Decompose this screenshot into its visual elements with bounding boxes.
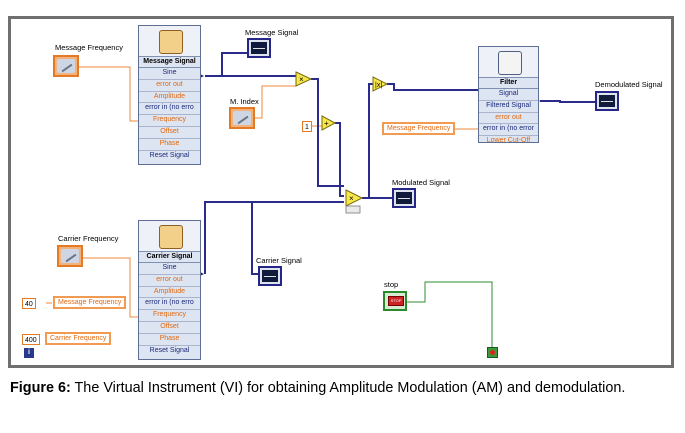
wire-carrier-to-graph — [251, 202, 258, 275]
svg-text:×: × — [299, 75, 304, 84]
stop-label: stop — [384, 280, 399, 289]
filter-message-frequency-const[interactable]: Message Frequency — [382, 122, 456, 135]
svg-text:×: × — [349, 194, 354, 203]
info-icon[interactable]: i — [24, 348, 34, 358]
message-signal-reset[interactable]: Reset Signal — [149, 151, 190, 159]
message-frequency-label: Message Frequency — [55, 43, 123, 52]
carrier-signal-graph-label: Carrier Signal — [256, 256, 302, 265]
figure-caption: Figure 6: The Virtual Instrument (VI) fo… — [10, 379, 680, 397]
multiply-node-2-tag — [345, 205, 361, 214]
stop-button-icon[interactable]: STOP — [383, 291, 407, 311]
multiply-node-1: × — [295, 71, 313, 87]
filter-error-out[interactable]: error out — [479, 113, 538, 125]
carrier-signal-frequency[interactable]: Frequency — [139, 310, 200, 322]
carrier-signal-offset[interactable]: Offset — [139, 322, 200, 334]
demodulated-signal-label: Demodulated Signal — [595, 80, 663, 89]
filter-icon — [479, 47, 538, 78]
message-signal-error-out[interactable]: error out — [139, 80, 200, 92]
const-40-message-frequency[interactable]: Message Frequency — [53, 296, 127, 309]
message-signal-graph-icon[interactable] — [247, 38, 271, 58]
absolute-node: |x| — [372, 76, 389, 92]
wire-mod-to-abs — [362, 83, 373, 199]
carrier-frequency-label: Carrier Frequency — [58, 234, 119, 243]
filter-filtered-signal[interactable]: Filtered Signal — [479, 101, 538, 113]
modulated-signal-graph-icon[interactable] — [392, 188, 416, 208]
filter-signal[interactable]: Signal — [479, 89, 538, 101]
m-index-knob[interactable] — [229, 107, 255, 129]
figure-caption-prefix: Figure 6: — [10, 380, 71, 396]
signal-generator-icon — [139, 26, 200, 57]
carrier-signal-graph-icon[interactable] — [258, 266, 282, 286]
wire-add-to-mult2 — [335, 122, 344, 197]
carrier-signal-reset[interactable]: Reset Signal — [149, 346, 190, 354]
carrier-signal-error-out[interactable]: error out — [139, 275, 200, 287]
m-index-label: M. Index — [230, 97, 259, 106]
carrier-signal-amplitude[interactable]: Amplitude — [139, 287, 200, 299]
wire-m-index — [255, 85, 296, 119]
filter-lower-cutoff[interactable]: Lower Cut-Off — [486, 137, 531, 145]
message-signal-title: Message Signal — [139, 57, 200, 68]
svg-text:|x|: |x| — [375, 82, 382, 89]
filter-title: Filter — [479, 78, 538, 89]
stop-button-text: STOP — [388, 296, 404, 306]
wire-stop — [407, 281, 493, 347]
add-node: + — [321, 115, 337, 131]
wire-message-to-graph — [205, 52, 247, 77]
carrier-frequency-knob[interactable] — [57, 245, 83, 267]
figure-caption-text: The Virtual Instrument (VI) for obtainin… — [70, 380, 626, 396]
multiply-node-2: × — [345, 189, 364, 207]
carrier-signal-sine[interactable]: Sine — [139, 263, 200, 275]
message-signal-graph-label: Message Signal — [245, 28, 299, 37]
carrier-signal-block[interactable]: Carrier Signal Sine error out Amplitude … — [138, 220, 201, 360]
message-signal-block[interactable]: Message Signal Sine error out Amplitude … — [138, 25, 201, 165]
constant-40[interactable]: 40 — [22, 298, 36, 309]
carrier-signal-phase[interactable]: Phase — [139, 334, 200, 346]
carrier-signal-error-in[interactable]: error in (no erro — [139, 298, 200, 311]
const-400-carrier-frequency[interactable]: Carrier Frequency — [45, 332, 112, 345]
filter-block[interactable]: Filter Signal Filtered Signal error out … — [478, 46, 539, 144]
demodulated-signal-graph-icon[interactable] — [595, 91, 619, 111]
message-signal-phase[interactable]: Phase — [139, 139, 200, 151]
loop-stop-terminal-icon — [487, 347, 498, 358]
message-signal-amplitude[interactable]: Amplitude — [139, 92, 200, 104]
constant-400[interactable]: 400 — [22, 334, 40, 345]
signal-generator-icon — [139, 221, 200, 252]
message-signal-sine[interactable]: Sine — [139, 68, 200, 80]
wire-carrier-frequency — [72, 257, 138, 318]
constant-one[interactable]: 1 — [302, 121, 312, 132]
wire-carrier-main — [204, 201, 344, 274]
wire-filter-to-demod — [540, 100, 595, 103]
filter-error-in[interactable]: error in (no error — [479, 124, 538, 137]
wire-message-frequency — [72, 66, 138, 122]
svg-text:+: + — [324, 119, 329, 128]
message-frequency-knob[interactable] — [53, 55, 79, 77]
message-signal-frequency[interactable]: Frequency — [139, 115, 200, 127]
carrier-signal-title: Carrier Signal — [139, 252, 200, 263]
modulated-signal-label: Modulated Signal — [392, 178, 450, 187]
message-signal-offset[interactable]: Offset — [139, 127, 200, 139]
wire-abs-to-filter — [387, 83, 478, 91]
message-signal-error-in[interactable]: error in (no erro — [139, 103, 200, 116]
wire-mult-to-add — [311, 78, 344, 187]
